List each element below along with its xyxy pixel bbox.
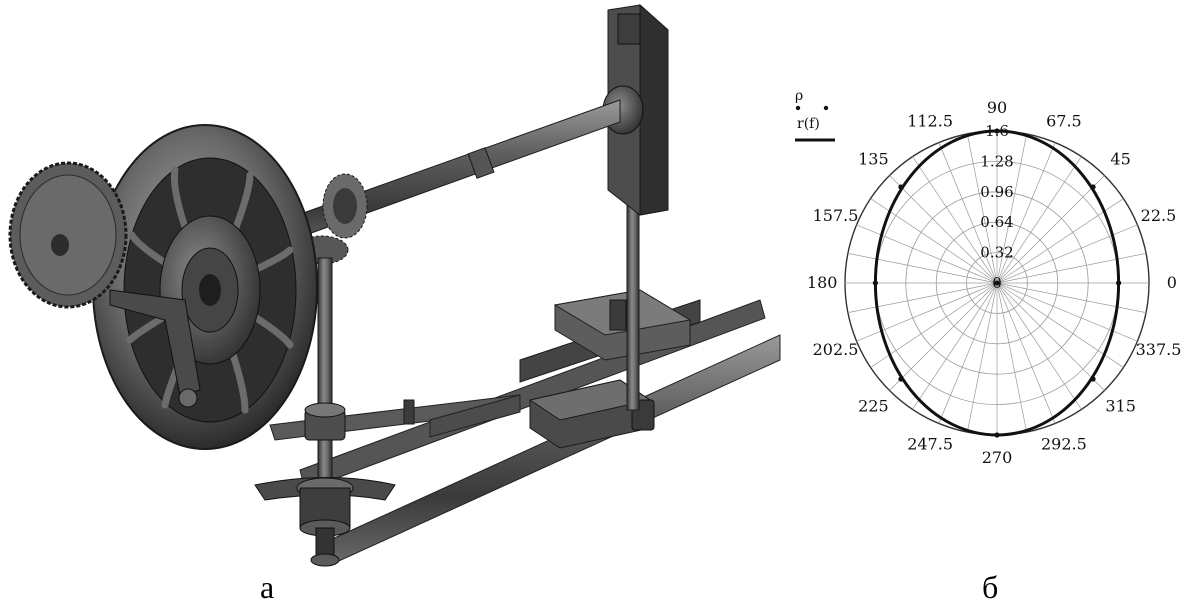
legend-rho-marker-left <box>795 105 801 111</box>
grid-spoke <box>870 198 998 284</box>
mechanism-illustration <box>8 3 781 567</box>
grid-spoke <box>996 175 1105 284</box>
radial-label: 0.96 <box>980 183 1013 201</box>
grid-spoke <box>912 282 998 410</box>
grid-spoke <box>996 198 1124 284</box>
grid-spoke <box>996 282 1138 342</box>
angle-label: 247.5 <box>907 434 953 453</box>
angle-tick-labels: 0 22.5 45 67.5 90 112.5 135 157.5 180 202.5 225 247… <box>807 98 1181 467</box>
angle-label: 67.5 <box>1046 112 1082 131</box>
radial-label: 1.28 <box>980 152 1013 170</box>
angle-label: 90 <box>987 98 1007 117</box>
angle-label: 270 <box>982 448 1013 467</box>
vertical-rod-left <box>304 257 346 509</box>
grid-spoke <box>912 156 998 284</box>
rho-point <box>872 280 879 286</box>
grid-spoke <box>996 224 1138 284</box>
rho-point <box>898 184 904 190</box>
angle-label: 0 <box>1167 273 1177 292</box>
handwheel <box>92 124 318 450</box>
angle-label: 315 <box>1105 397 1136 416</box>
grid-spoke <box>996 282 1124 368</box>
angle-label: 292.5 <box>1041 434 1087 453</box>
grid-spoke <box>996 133 1027 284</box>
caption-b: б <box>982 569 998 605</box>
grid-spoke <box>996 282 1082 410</box>
crank-arm <box>109 289 201 408</box>
angle-label: 45 <box>1110 149 1130 168</box>
angle-label: 157.5 <box>813 206 859 225</box>
legend-rho-marker-right <box>823 105 829 111</box>
rho-point <box>994 128 1000 134</box>
grid-spoke <box>967 282 998 433</box>
rho-point <box>898 376 904 382</box>
grid-spoke <box>938 142 998 284</box>
grid-spoke <box>996 253 1147 284</box>
grid-spoke <box>856 224 998 284</box>
rho-point <box>1116 280 1122 286</box>
rho-point <box>1090 376 1096 382</box>
grid-spoke <box>996 282 1027 433</box>
top-bracket <box>602 3 669 216</box>
grid-spoke <box>847 253 998 284</box>
slider-block <box>528 289 692 449</box>
rho-point <box>1090 184 1096 190</box>
grid-spoke <box>938 282 998 424</box>
radial-label: 0.32 <box>980 244 1013 262</box>
caption-a: а <box>260 569 274 605</box>
angle-label: 180 <box>807 273 838 292</box>
series-markers-rho <box>872 128 1122 438</box>
rho-point <box>994 432 1000 438</box>
polar-plot: 00.320.640.961.281.6 022.54567.590112.51… <box>795 88 1181 467</box>
angle-label: 225 <box>858 397 889 416</box>
grid-spoke <box>996 142 1056 284</box>
grid-spoke <box>967 133 998 284</box>
angle-label: 112.5 <box>907 112 953 131</box>
origin-point <box>994 280 1000 286</box>
grid-spoke <box>996 282 1056 424</box>
legend-rf-label: r(f) <box>797 116 820 132</box>
angle-label: 337.5 <box>1136 340 1182 359</box>
grid-spoke <box>996 156 1082 284</box>
grid-spoke <box>889 282 998 391</box>
angle-label: 135 <box>858 149 889 168</box>
grid-spoke <box>870 282 998 368</box>
bottom-cam <box>254 477 396 567</box>
grid-spoke <box>847 282 998 313</box>
angle-label: 202.5 <box>813 340 859 359</box>
grid-spoke <box>996 282 1105 391</box>
grid-spoke <box>856 282 998 342</box>
angle-label: 22.5 <box>1141 206 1177 225</box>
legend-rho-label: ρ <box>795 88 803 104</box>
radial-label: 0.64 <box>980 213 1013 231</box>
spur-gear <box>8 161 128 309</box>
grid-spoke <box>889 175 998 284</box>
plot-legend: ρ r(f) <box>795 88 835 142</box>
grid-spoke <box>996 282 1147 313</box>
